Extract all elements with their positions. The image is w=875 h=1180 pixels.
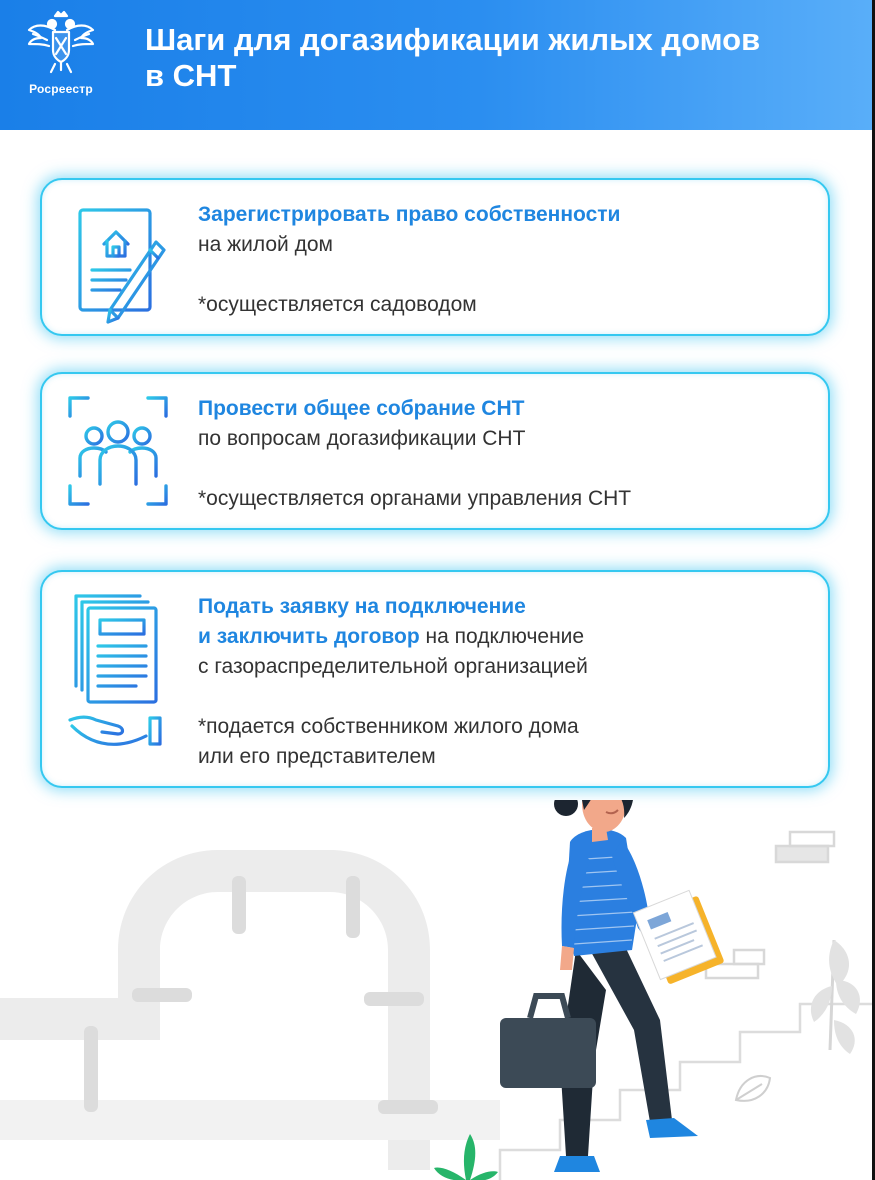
- step-heading-line1: Подать заявку на подключение: [198, 595, 526, 618]
- step-note-line1: *подается собственником жилого дома: [198, 715, 579, 738]
- step-body: на жилой дом: [198, 233, 333, 256]
- document-house-pen-icon: [78, 208, 166, 324]
- step-card-general-meeting: Провести общее собрание СНТ по вопросам …: [40, 372, 830, 530]
- documents-hand-icon: [68, 594, 162, 746]
- page-title-line1: Шаги для догазификации жилых домов: [145, 22, 761, 57]
- pipe-flanges: [84, 876, 438, 1114]
- step-card-register-ownership: Зарегистрировать право собственности на …: [40, 178, 830, 336]
- gas-pipe-illustration: [0, 850, 500, 1170]
- stairs-outline: [498, 1002, 872, 1180]
- step-heading-line2-row: и заключить договор на подключение: [198, 622, 588, 652]
- step-text: Зарегистрировать право собственности на …: [198, 200, 620, 320]
- step-body: по вопросам догазификации СНТ: [198, 427, 526, 450]
- page-edge-line: [872, 0, 875, 1180]
- header-banner: Росреестр Шаги для догазификации жилых д…: [0, 0, 872, 130]
- step-card-application-contract: Подать заявку на подключение и заключить…: [40, 570, 830, 788]
- step-note: *осуществляется садоводом: [198, 293, 477, 316]
- plant-icon: [810, 939, 860, 1054]
- step-text: Провести общее собрание СНТ по вопросам …: [198, 394, 631, 514]
- rosreestr-logo: Росреестр: [18, 10, 104, 110]
- woman-climbing-stairs-with-briefcase-illustration: [0, 800, 872, 1180]
- step-heading: Зарегистрировать право собственности: [198, 203, 621, 226]
- step-note-line2: или его представителем: [198, 745, 436, 768]
- page-title: Шаги для догазификации жилых домов в СНТ: [145, 22, 845, 94]
- sprout-icon: [434, 1134, 498, 1180]
- step-text: Подать заявку на подключение и заключить…: [198, 592, 588, 772]
- leaf-outline-icon: [734, 1075, 772, 1102]
- page-title-line2: в СНТ: [145, 58, 237, 93]
- double-headed-eagle-icon: [27, 10, 95, 74]
- floating-blocks: [704, 830, 836, 980]
- step-body-line2: с газораспределительной организацией: [198, 655, 588, 678]
- step-note: *осуществляется органами управления СНТ: [198, 487, 632, 510]
- step-heading: Провести общее собрание СНТ: [198, 397, 525, 420]
- woman-figure: [500, 800, 724, 1172]
- people-group-icon: [68, 396, 168, 506]
- brand-name: Росреестр: [29, 82, 93, 96]
- step-heading-line2: и заключить договор: [198, 625, 420, 648]
- step-body-tail: на подключение: [419, 625, 585, 648]
